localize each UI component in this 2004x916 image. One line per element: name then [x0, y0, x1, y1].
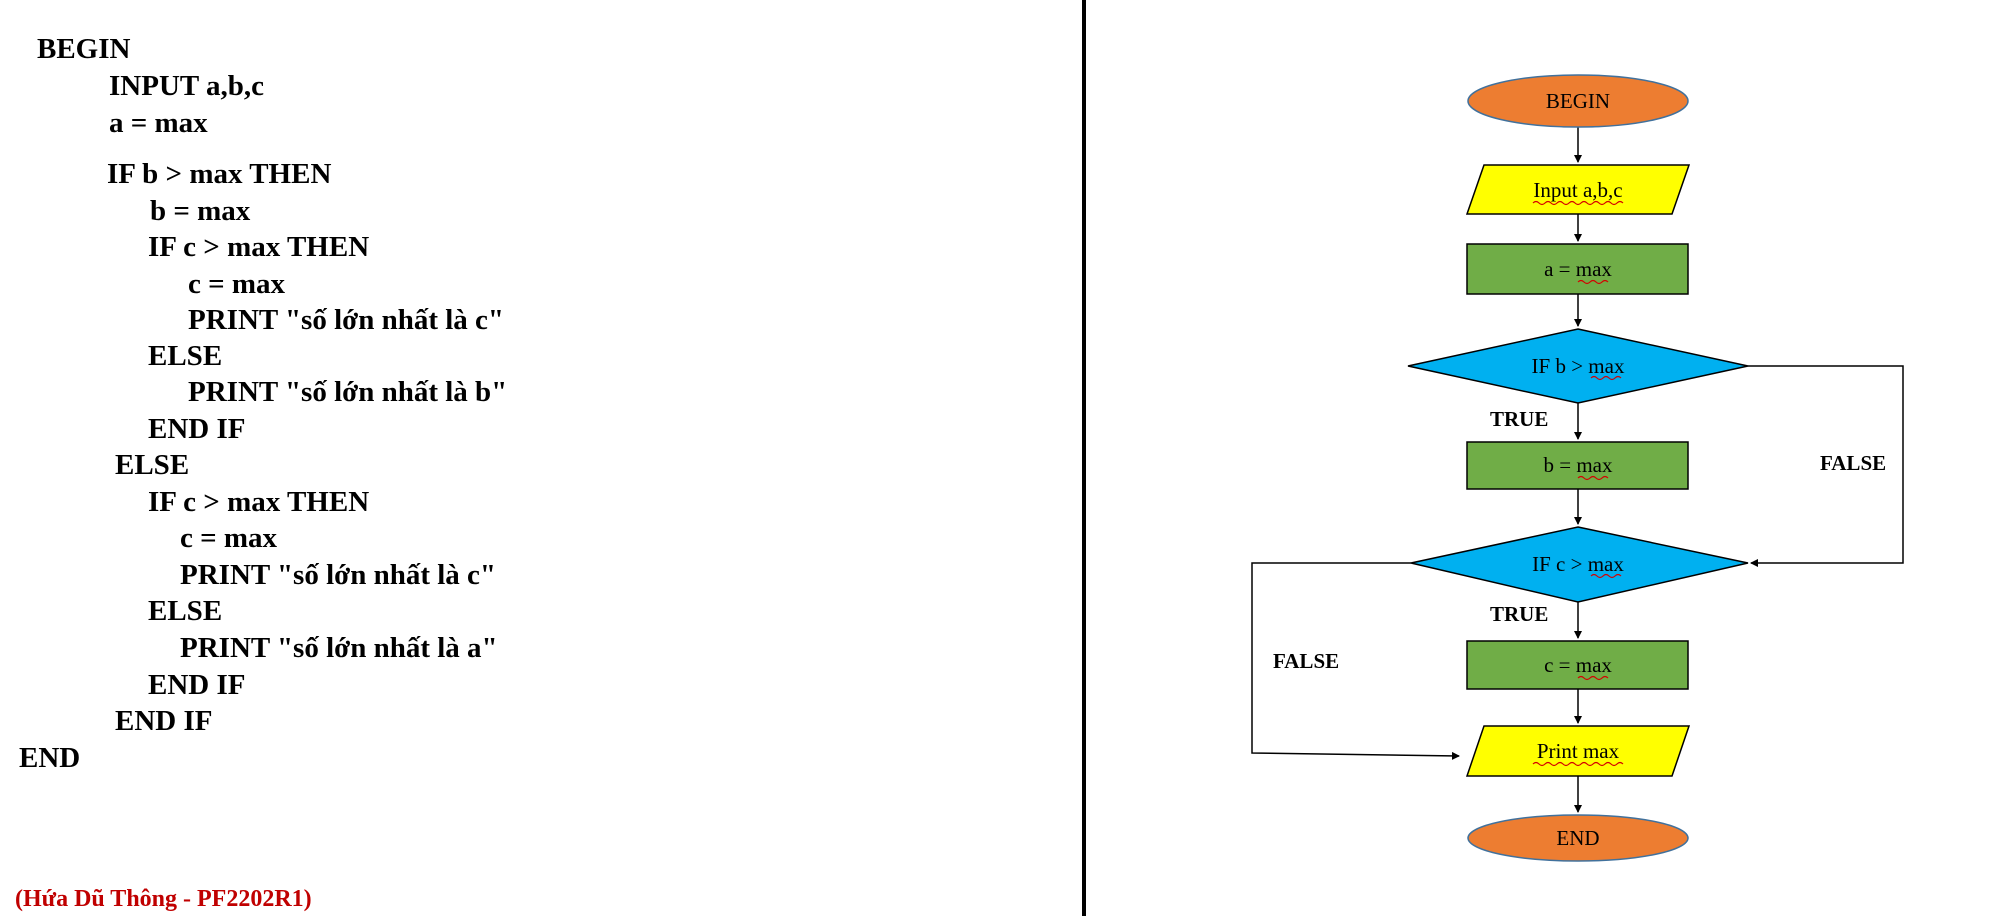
print-label: Print max [1537, 739, 1620, 763]
spellcheck-underline [1577, 279, 1609, 285]
code-line: c = max [188, 268, 286, 300]
end-terminal: END [1467, 814, 1689, 862]
code-line: INPUT a,b,c [109, 70, 264, 102]
cond-b-true-label: TRUE [1490, 407, 1548, 431]
cond-b-false-label: FALSE [1820, 451, 1886, 475]
code-line: a = max [109, 107, 208, 139]
begin-terminal: BEGIN [1467, 74, 1689, 128]
assign-c-node: c = max [1466, 640, 1689, 690]
panel-divider [1082, 0, 1086, 916]
spellcheck-underline [1532, 200, 1624, 206]
begin-shape [1467, 74, 1689, 128]
print-node: Print max [1465, 725, 1691, 777]
code-line: BEGIN [37, 33, 131, 65]
code-line: ELSE [148, 340, 222, 372]
code-line: IF c > max THEN [148, 486, 369, 518]
code-line: ELSE [148, 595, 222, 627]
cond-b-label: IF b > max [1532, 354, 1625, 378]
assign-c-shape [1466, 640, 1689, 690]
code-line: END [19, 742, 80, 774]
code-line: b = max [150, 195, 251, 227]
cond-c-true-label: TRUE [1490, 602, 1548, 626]
cond-b-decision: IF b > max [1407, 328, 1749, 404]
end-shape [1467, 814, 1689, 862]
input-label: Input a,b,c [1533, 178, 1622, 202]
code-line: PRINT "số lớn nhất là a" [180, 632, 498, 664]
cond-c-shape [1410, 526, 1749, 603]
assign-b-label: b = max [1544, 453, 1613, 477]
code-line: END IF [148, 669, 245, 701]
spellcheck-underline [1590, 573, 1622, 579]
arrow-cond-c-false [1251, 562, 1460, 760]
flowchart-panel: BEGIN Input a,b,c a = max IF b > max TRU… [1251, 74, 1904, 862]
author-credit: (Hứa Dũ Thông - PF2202R1) [15, 886, 312, 912]
code-line: END IF [148, 413, 245, 445]
spellcheck-underline [1577, 675, 1609, 681]
code-line: IF c > max THEN [148, 231, 369, 263]
code-line: IF b > max THEN [107, 158, 331, 190]
assign-b-node: b = max [1466, 441, 1689, 490]
spellcheck-underline [1577, 475, 1609, 481]
spellcheck-underline [1532, 761, 1624, 767]
code-line: ELSE [115, 449, 189, 481]
assign-a-label: a = max [1544, 257, 1612, 281]
code-line: PRINT "số lớn nhất là b" [188, 376, 507, 408]
flow-connectors [1251, 127, 1904, 813]
end-label: END [1556, 826, 1599, 850]
code-line: PRINT "số lớn nhất là c" [188, 304, 504, 336]
code-line: END IF [115, 705, 212, 737]
cond-c-false-label: FALSE [1273, 649, 1339, 673]
assign-c-label: c = max [1544, 653, 1612, 677]
arrow-cond-b-false [1748, 365, 1904, 567]
cond-c-decision: IF c > max [1410, 526, 1749, 603]
cond-b-shape [1407, 328, 1749, 404]
input-shape [1465, 164, 1691, 215]
begin-label: BEGIN [1546, 89, 1610, 113]
spellcheck-underline [1590, 375, 1622, 381]
code-line: c = max [180, 522, 278, 554]
assign-b-shape [1466, 441, 1689, 490]
input-node: Input a,b,c [1465, 164, 1691, 215]
assign-a-shape [1466, 243, 1689, 295]
assign-a-node: a = max [1466, 243, 1689, 295]
print-shape [1465, 725, 1691, 777]
cond-c-label: IF c > max [1532, 552, 1624, 576]
pseudocode-panel: BEGIN INPUT a,b,c a = max IF b > max THE… [15, 33, 507, 912]
code-line: PRINT "số lớn nhất là c" [180, 559, 496, 591]
